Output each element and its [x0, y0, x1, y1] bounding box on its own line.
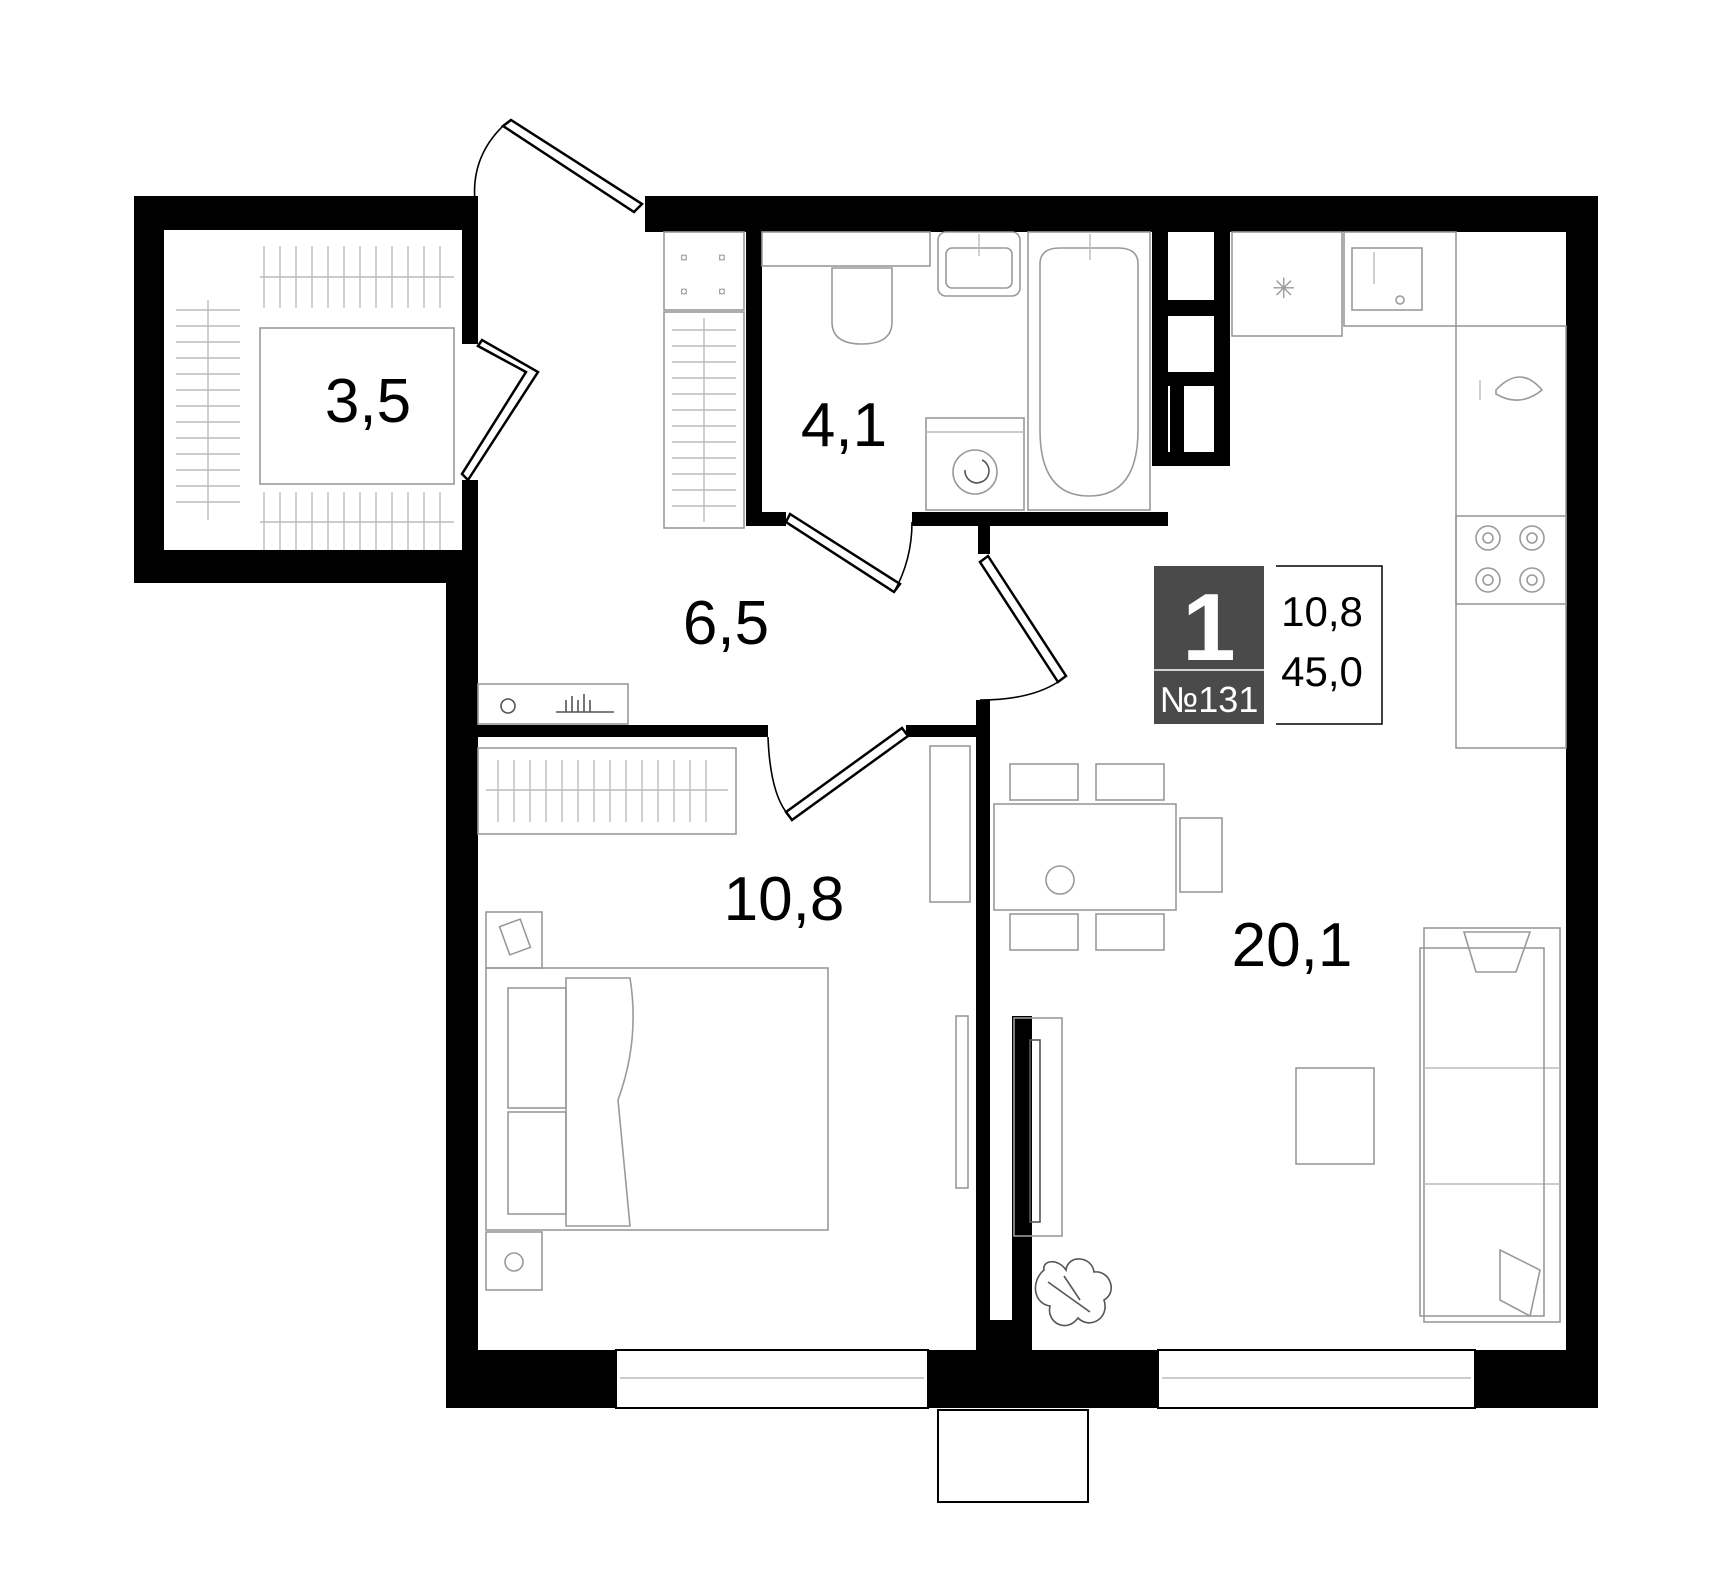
doors — [460, 118, 1068, 822]
wardrobe-left-rail — [176, 300, 240, 520]
wardrobe-top-rail — [260, 246, 454, 308]
summary-total-area: 45,0 — [1281, 648, 1363, 695]
badge-rooms-count: 1 — [1182, 574, 1235, 681]
hall-closet-hangers — [672, 329, 736, 507]
room-area-wardrobe: 3,5 — [325, 367, 411, 436]
svg-text:¤: ¤ — [718, 249, 726, 265]
svg-text:✳: ✳ — [1272, 273, 1295, 304]
room-area-bathroom: 4,1 — [801, 391, 887, 460]
hallway-furniture: ¤ ¤ ¤ ¤ — [477, 231, 745, 725]
svg-text:¤: ¤ — [680, 249, 688, 265]
badge-background — [1154, 566, 1264, 724]
wardrobe-furniture — [176, 246, 455, 550]
room-area-labels: 3,5 4,1 6,5 10,8 20,1 — [325, 367, 1352, 980]
badge-apartment-number: №131 — [1160, 679, 1259, 720]
hall-shelf-books — [556, 694, 614, 713]
area-summary: 10,8 45,0 — [1276, 565, 1383, 725]
windows — [615, 1349, 1476, 1503]
bedroom-furniture — [477, 747, 969, 1291]
kitchen-furniture: ✳ — [1231, 231, 1567, 749]
bathroom-furniture — [761, 231, 1151, 511]
wardrobe-bottom-rail — [260, 492, 454, 550]
dining-set — [929, 745, 1223, 951]
bedroom-closet-hangers — [486, 760, 728, 822]
room-area-hallway: 6,5 — [683, 589, 769, 658]
svg-text:¤: ¤ — [718, 283, 726, 299]
walls — [134, 196, 1598, 1408]
summary-living-area: 10,8 — [1281, 588, 1363, 635]
room-area-living-kitchen: 20,1 — [1232, 911, 1353, 980]
svg-text:¤: ¤ — [680, 283, 688, 299]
apartment-badge: 1 №131 — [1154, 566, 1264, 724]
plant-icon — [1034, 1258, 1113, 1327]
room-area-bedroom: 10,8 — [724, 865, 845, 934]
living-furniture — [1013, 927, 1561, 1327]
